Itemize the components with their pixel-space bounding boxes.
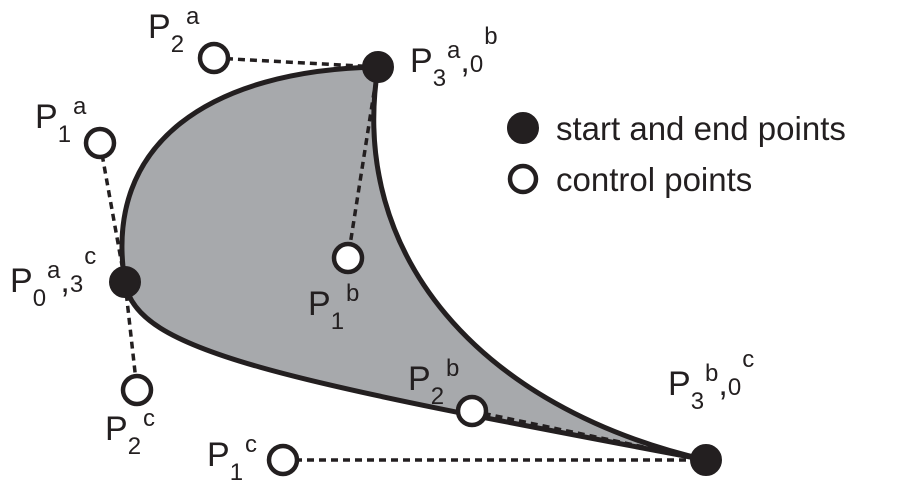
control-line-p1a-p0a bbox=[98, 142, 127, 283]
end-point-p3a-p0b bbox=[362, 51, 394, 83]
control-point-p1a bbox=[83, 126, 117, 160]
label-p1c: P1c bbox=[207, 431, 257, 484]
control-points bbox=[83, 41, 489, 477]
bezier-shape bbox=[119, 64, 709, 463]
legend-control-marker bbox=[507, 163, 539, 195]
control-lines bbox=[98, 56, 707, 462]
legend-endpoint-marker bbox=[507, 112, 539, 144]
control-point-p1c bbox=[266, 443, 300, 477]
label-p2b: P2b bbox=[408, 355, 459, 410]
label-p1b: P1b bbox=[308, 280, 359, 335]
control-line-p2a-p3a bbox=[213, 56, 379, 69]
end-point-p0a-p3c bbox=[109, 266, 141, 298]
end-point-p3b-p0c bbox=[690, 444, 722, 476]
end-points bbox=[109, 51, 722, 476]
control-point-p2a bbox=[197, 41, 231, 75]
legend-control-label: control points bbox=[556, 161, 752, 198]
legend: start and end points control points bbox=[507, 110, 846, 198]
legend-endpoint-label: start and end points bbox=[556, 110, 846, 147]
label-p2a: P2a bbox=[148, 3, 200, 58]
label-p3a-0b: P3a,0b bbox=[410, 23, 498, 92]
control-point-p1b bbox=[331, 241, 365, 275]
label-p1a: P1a bbox=[35, 93, 87, 148]
label-p3b-0c: P3b,0c bbox=[668, 346, 754, 415]
control-line-p2b-p3b bbox=[471, 409, 707, 462]
control-line-p3a-p1b bbox=[346, 66, 380, 259]
control-point-p2b bbox=[455, 394, 489, 428]
control-point-p2c bbox=[120, 373, 154, 407]
label-p2c: P2c bbox=[105, 405, 155, 460]
control-line-p0a-p2c bbox=[123, 281, 139, 391]
label-p0a-3c: P0a,3c bbox=[10, 243, 96, 312]
